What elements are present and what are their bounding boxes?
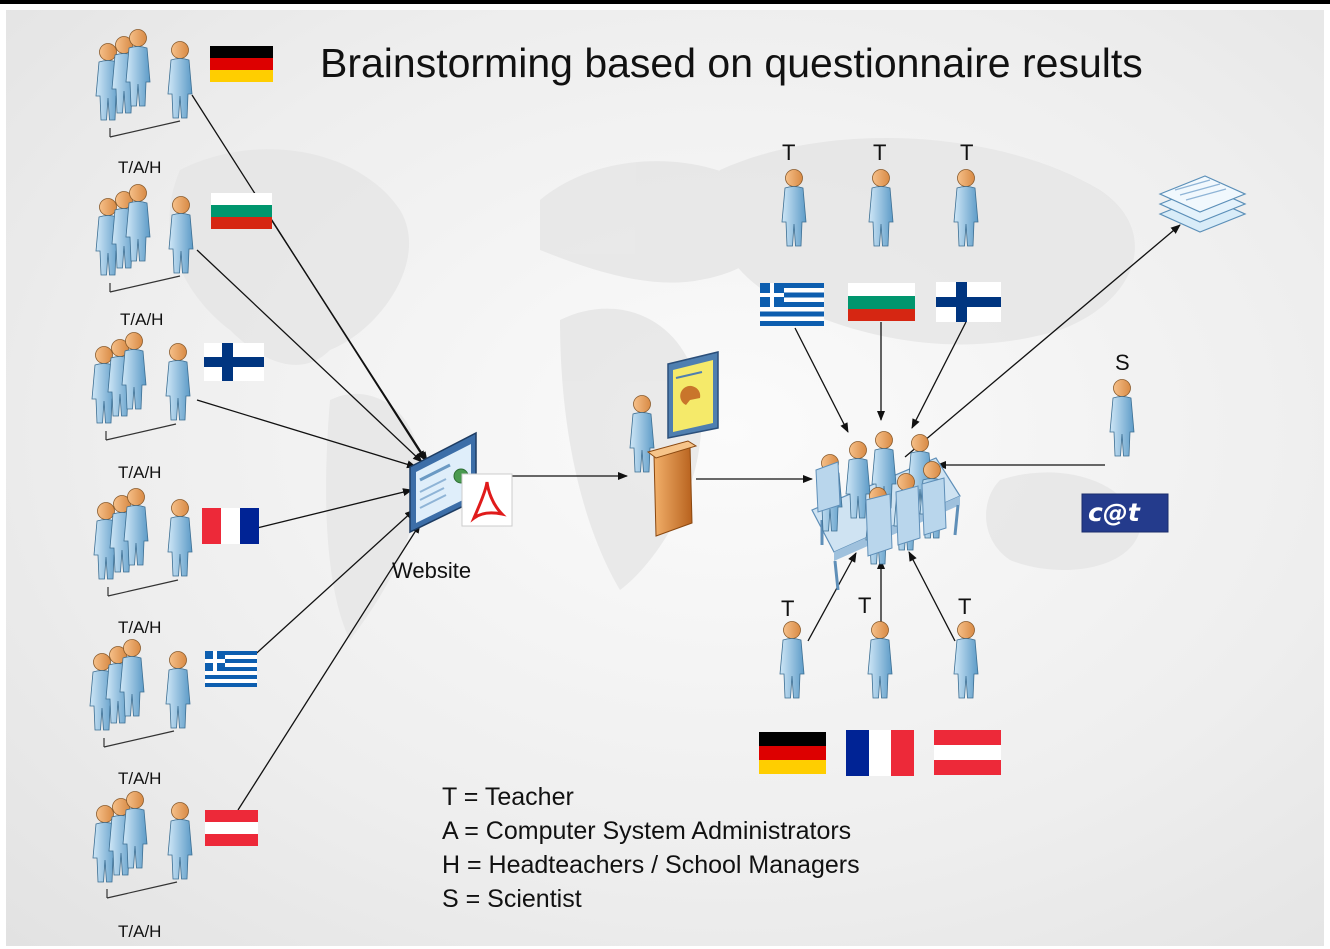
connector-lines (191, 94, 1181, 811)
teacher-austria-bottom (953, 621, 979, 699)
role-letter-top-1: T (782, 140, 796, 165)
arrow-finland-t-to-meeting (911, 321, 967, 429)
arrow-austria-to-website (237, 523, 421, 811)
arrow-finland-to-website (196, 399, 417, 469)
role-letter-bottom-1: T (781, 596, 795, 621)
cat-logo-text: c@t (1088, 498, 1141, 527)
group-label-france: T/A/H (118, 618, 162, 637)
participant-group-france (93, 488, 193, 597)
participant-group-greece (89, 639, 191, 748)
role-letter-top-2: T (873, 140, 887, 165)
cat-logo: c@t (1081, 493, 1169, 533)
top-border (0, 0, 1330, 4)
legend: T = Teacher A = Computer System Administ… (442, 780, 860, 916)
group-label-bulgaria: T/A/H (120, 310, 164, 329)
participant-group-austria (92, 791, 193, 899)
participant-group-finland (91, 332, 191, 441)
arrow-austria-t-to-meeting (908, 551, 956, 642)
pdf-icon (461, 473, 513, 527)
flag-france (202, 508, 259, 544)
documents-stack-icon (1158, 175, 1247, 233)
flag-greece-top (760, 283, 824, 326)
flag-germany (210, 46, 273, 82)
flag-austria (205, 810, 258, 846)
flag-austria-bottom (934, 730, 1001, 775)
arrow-bulgaria-to-website (264, 209, 428, 462)
participant-group-bulgaria (95, 184, 194, 293)
website-label: Website (392, 558, 472, 583)
legend-item-teacher: T = Teacher (442, 783, 574, 811)
role-letter-scientist: S (1115, 350, 1130, 375)
arrow-meeting-to-documents (904, 224, 1181, 458)
flag-finland-top (936, 282, 1001, 322)
arrow-greece-t-to-meeting (794, 327, 849, 433)
role-letter-top-3: T (960, 140, 974, 165)
teacher-germany-bottom (779, 621, 805, 699)
arrow-greece-to-website (237, 509, 415, 671)
flag-france-bottom (846, 730, 914, 776)
role-letter-bottom-2: T (858, 593, 872, 618)
slide-title: Brainstorming based on questionnaire res… (320, 40, 1143, 86)
participant-group-germany (95, 29, 193, 138)
scientist-person (1109, 379, 1135, 457)
group-label-austria: T/A/H (118, 922, 162, 941)
group-label-germany: T/A/H (118, 158, 162, 177)
world-map-background (169, 137, 1140, 640)
flag-greece (205, 651, 257, 687)
arrow-germany-t-to-meeting (807, 552, 857, 642)
meeting-table-group (811, 431, 961, 591)
legend-item-scientist: S = Scientist (442, 885, 582, 913)
group-label-greece: T/A/H (118, 769, 162, 788)
group-label-finland: T/A/H (118, 463, 162, 482)
flag-bulgaria (211, 193, 272, 229)
arrow-france-to-website (256, 488, 413, 529)
presenter-with-podium (629, 351, 719, 537)
flag-germany-bottom (759, 732, 826, 774)
teacher-france-bottom (867, 621, 893, 699)
role-letter-bottom-3: T (958, 594, 972, 619)
flag-bulgaria-top (848, 283, 915, 321)
legend-item-admin: A = Computer System Administrators (442, 817, 852, 845)
arrow-bulgaria-group-to-website (196, 249, 423, 463)
legend-item-headteacher: H = Headteachers / School Managers (442, 851, 860, 879)
flag-finland (204, 343, 264, 381)
